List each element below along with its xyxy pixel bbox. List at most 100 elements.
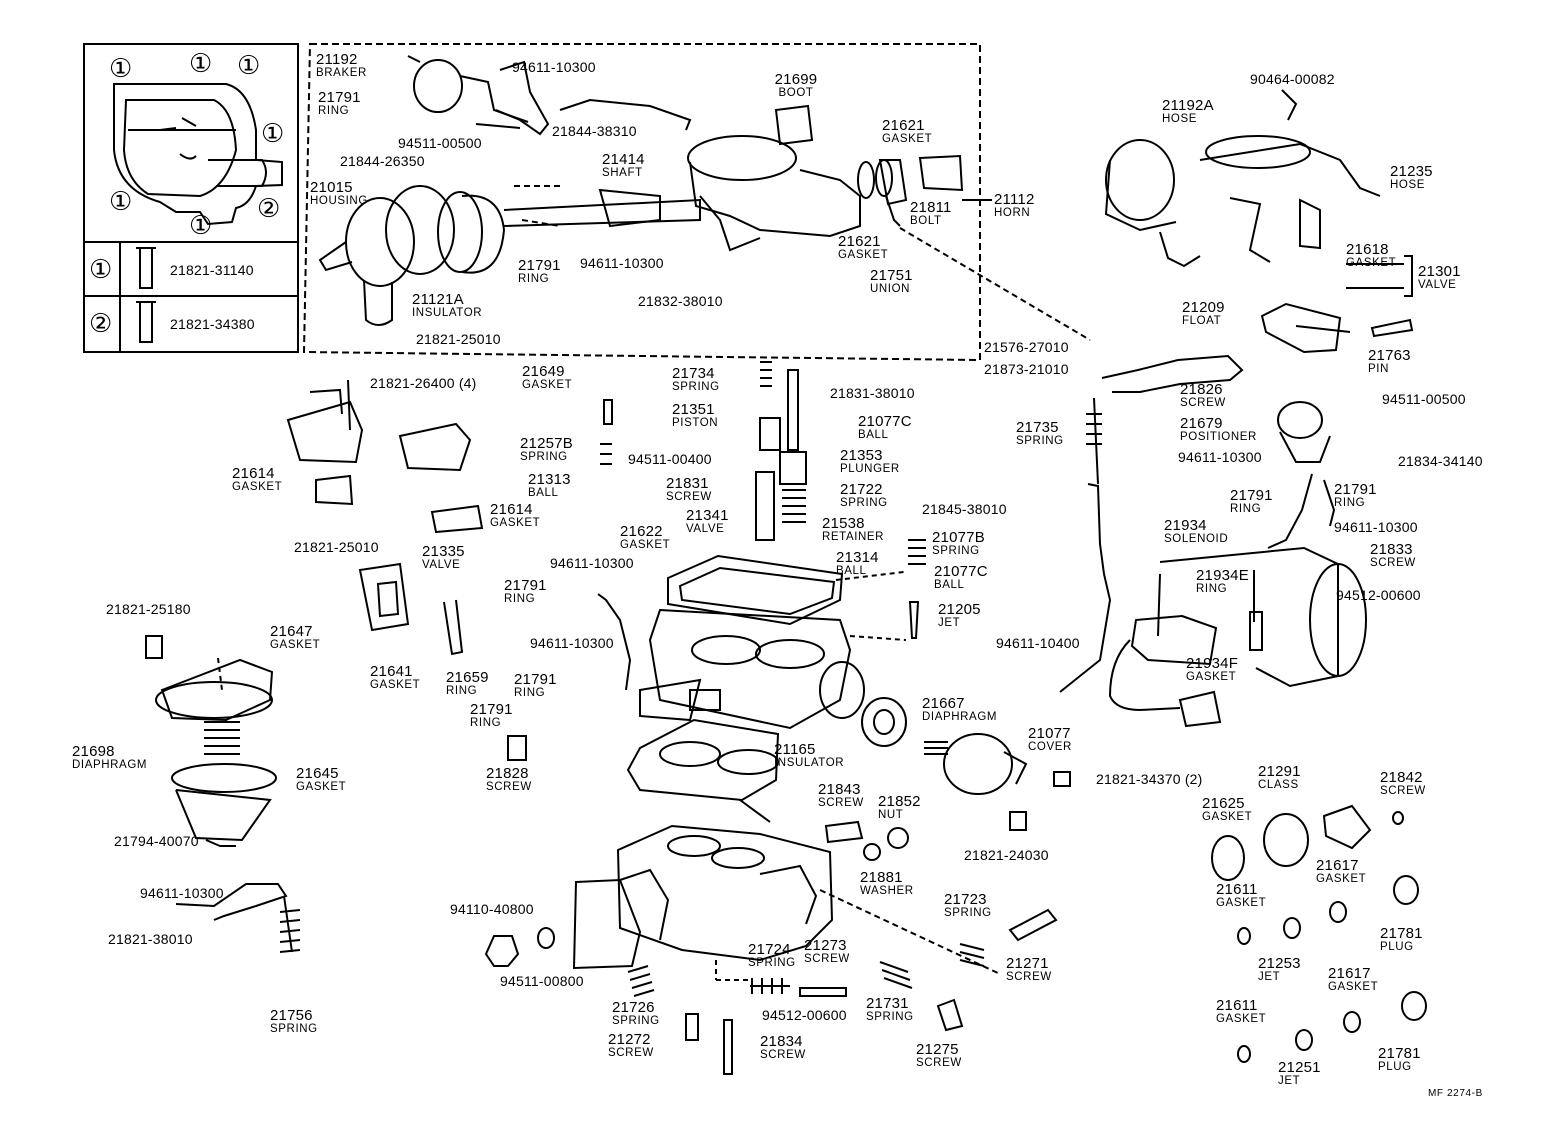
callout-94611-10300-a: 94611-10300 [512, 59, 596, 75]
callout-21831-38010: 21831-38010 [830, 385, 915, 401]
callout-21821-34370: 21821-34370 (2) [1096, 771, 1203, 787]
callout-94611-10400: 94611-10400 [996, 635, 1080, 651]
callout-21845-38010: 21845-38010 [922, 501, 1007, 517]
inset-marker-1a: ① [109, 53, 133, 83]
inset-flange [113, 83, 283, 226]
callout-21821-25010-a: 21821-25010 [416, 331, 501, 347]
inset-row-2-marker: ② [89, 308, 113, 338]
inset-marker-1b: ① [189, 48, 213, 78]
callout-21844-38310: 21844-38310 [552, 123, 637, 139]
callout-21873-21010: 21873-21010 [984, 361, 1069, 377]
callout-94611-10300-c: 94611-10300 [1178, 449, 1262, 465]
callout-94110-40800: 94110-40800 [450, 901, 534, 917]
callout-21821-24030: 21821-24030 [964, 847, 1049, 863]
callout-94511-00500-a: 94511-00500 [398, 135, 482, 151]
callout-94511-00800: 94511-00800 [500, 973, 584, 989]
callout-94511-00400: 94511-00400 [628, 451, 712, 467]
callout-21821-25180: 21821-25180 [106, 601, 191, 617]
callout-94611-10300-e: 94611-10300 [550, 555, 634, 571]
callout-94511-00500-b: 94511-00500 [1382, 391, 1466, 407]
inset-box [83, 43, 299, 353]
callout-94611-10300-g: 94611-10300 [140, 885, 224, 901]
callout-90464-00082: 90464-00082 [1250, 71, 1335, 87]
callout-21834-34140: 21834-34140 [1398, 453, 1483, 469]
drawing-code: MF 2274-B [1428, 1088, 1483, 1099]
callout-94611-10300-d: 94611-10300 [1334, 519, 1418, 535]
inset-marker-1e: ① [109, 186, 133, 216]
horn-assembly-box [302, 43, 981, 362]
callout-94512-00600-b: 94512-00600 [762, 1007, 847, 1023]
inset-row-1-part-no: 21821-31140 [170, 262, 254, 278]
inset-row-2-part-no: 21821-34380 [170, 316, 255, 332]
callout-21576-27010: 21576-27010 [984, 339, 1069, 355]
callout-21794-40070: 21794-40070 [114, 833, 199, 849]
inset-marker-1d: ① [261, 118, 285, 148]
callout-21844-26350: 21844-26350 [340, 153, 425, 169]
